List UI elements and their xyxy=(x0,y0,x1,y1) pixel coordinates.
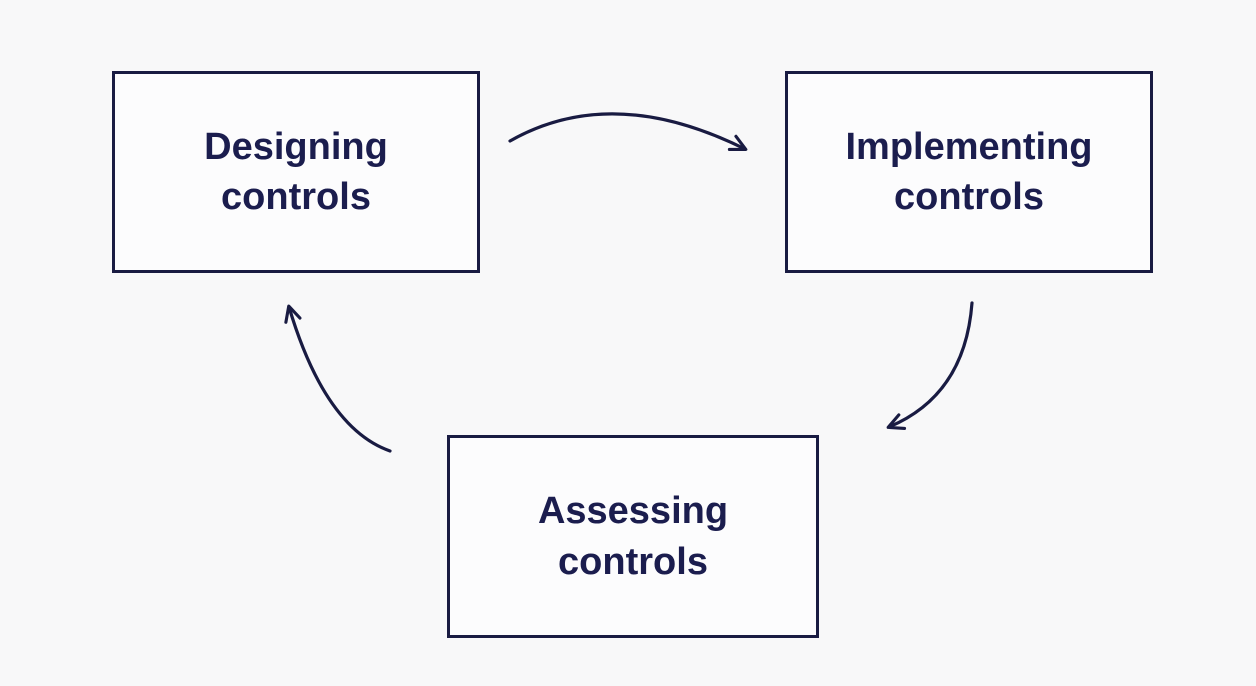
node-implementing-label: Implementing controls xyxy=(845,125,1093,218)
arrow-implementing-to-assessing xyxy=(886,301,974,430)
node-designing-controls: Designing controls xyxy=(112,71,480,273)
arrow-assessing-to-designing xyxy=(284,304,392,453)
arrow-designing-to-implementing xyxy=(508,112,748,152)
node-assessing-label: Assessing controls xyxy=(537,490,729,583)
node-assessing-controls: Assessing controls xyxy=(447,435,819,638)
node-implementing-controls: Implementing controls xyxy=(785,71,1153,273)
node-designing-label: Designing controls xyxy=(204,125,388,218)
